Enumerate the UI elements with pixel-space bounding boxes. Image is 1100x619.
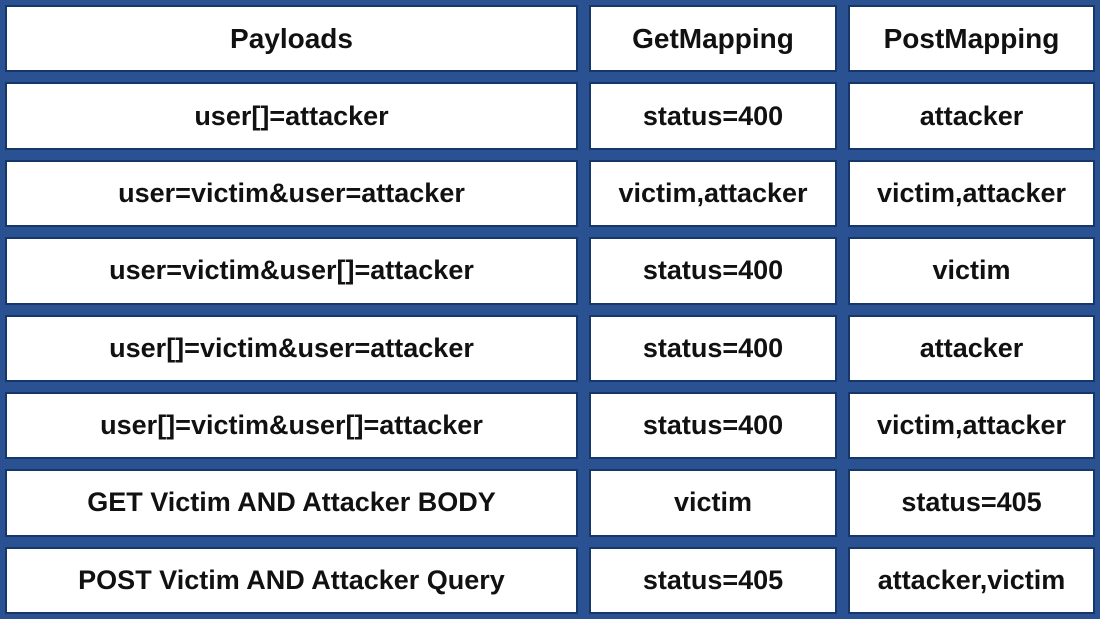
- column-header-payloads: Payloads: [5, 5, 578, 73]
- payload-cell: POST Victim AND Attacker Query: [5, 546, 578, 614]
- postmapping-cell: attacker: [848, 82, 1095, 150]
- column-header-postmapping: PostMapping: [848, 5, 1095, 73]
- payload-cell: GET Victim AND Attacker BODY: [5, 469, 578, 537]
- column-header-getmapping: GetMapping: [589, 5, 837, 73]
- getmapping-cell: victim: [589, 469, 837, 537]
- postmapping-cell: status=405: [848, 469, 1095, 537]
- mapping-table: Payloads GetMapping PostMapping user[]=a…: [5, 5, 1095, 614]
- postmapping-cell: attacker: [848, 314, 1095, 382]
- postmapping-cell: victim: [848, 237, 1095, 305]
- payload-cell: user=victim&user=attacker: [5, 159, 578, 228]
- getmapping-cell: status=400: [589, 82, 837, 150]
- payload-cell: user[]=victim&user=attacker: [5, 314, 578, 382]
- getmapping-cell: status=405: [589, 546, 837, 614]
- postmapping-cell: attacker,victim: [848, 546, 1095, 614]
- postmapping-cell: victim,attacker: [848, 391, 1095, 460]
- getmapping-cell: status=400: [589, 237, 837, 305]
- postmapping-cell: victim,attacker: [848, 159, 1095, 228]
- payload-cell: user=victim&user[]=attacker: [5, 237, 578, 305]
- payload-cell: user[]=victim&user[]=attacker: [5, 391, 578, 460]
- getmapping-cell: victim,attacker: [589, 159, 837, 228]
- getmapping-cell: status=400: [589, 314, 837, 382]
- getmapping-cell: status=400: [589, 391, 837, 460]
- payload-cell: user[]=attacker: [5, 82, 578, 150]
